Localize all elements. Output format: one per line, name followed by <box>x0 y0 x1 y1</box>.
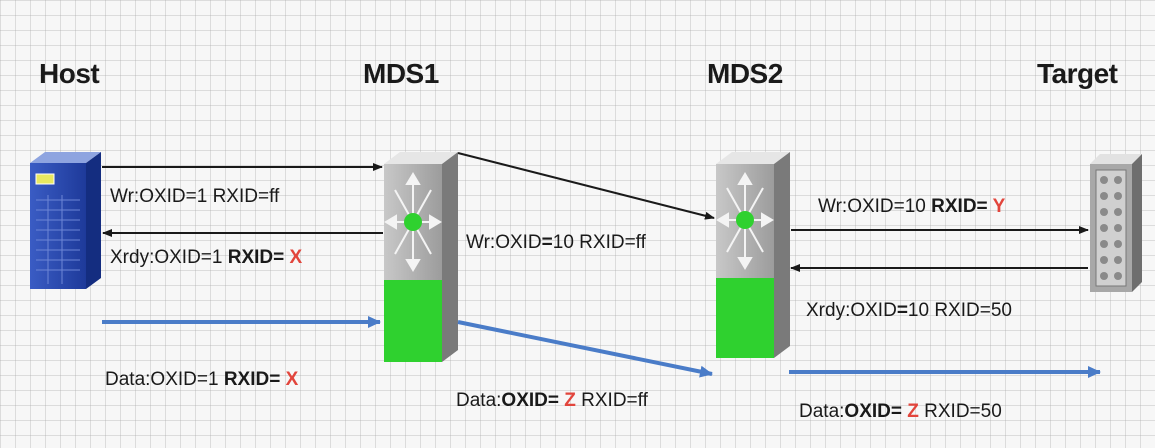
label-host-data: Data:OXID=1 RXID= X <box>105 369 299 390</box>
switch-icon <box>384 152 458 362</box>
label-target-wr: Wr:OXID=10 RXID= Y <box>818 196 1006 217</box>
label-host-xrdy: Xrdy:OXID=1 RXID= X <box>110 247 303 268</box>
variable-x: X <box>280 369 299 390</box>
server-icon <box>30 152 101 289</box>
variable-z: Z <box>558 390 576 411</box>
node-title-mds1: MDS1 <box>363 58 439 89</box>
label-mid-wr: Wr:OXID=10 RXID=ff <box>466 232 646 253</box>
variable-y: Y <box>987 196 1006 217</box>
node-title-target: Target <box>1037 58 1118 89</box>
arrow-mid-wr <box>457 152 715 220</box>
node-title-host: Host <box>39 58 100 89</box>
label-target-xrdy: Xrdy:OXID=10 RXID=50 <box>806 300 1012 321</box>
node-title-mds2: MDS2 <box>707 58 783 89</box>
variable-x: X <box>284 247 303 268</box>
label-host-wr: Wr:OXID=1 RXID=ff <box>110 186 280 207</box>
variable-z: Z <box>901 401 919 422</box>
switch-icon <box>716 152 790 358</box>
arrow-mid-data <box>457 320 713 378</box>
storage-array-icon <box>1090 154 1142 292</box>
label-mid-data: Data:OXID= Z RXID=ff <box>456 390 648 411</box>
label-target-data: Data:OXID= Z RXID=50 <box>799 401 1002 422</box>
